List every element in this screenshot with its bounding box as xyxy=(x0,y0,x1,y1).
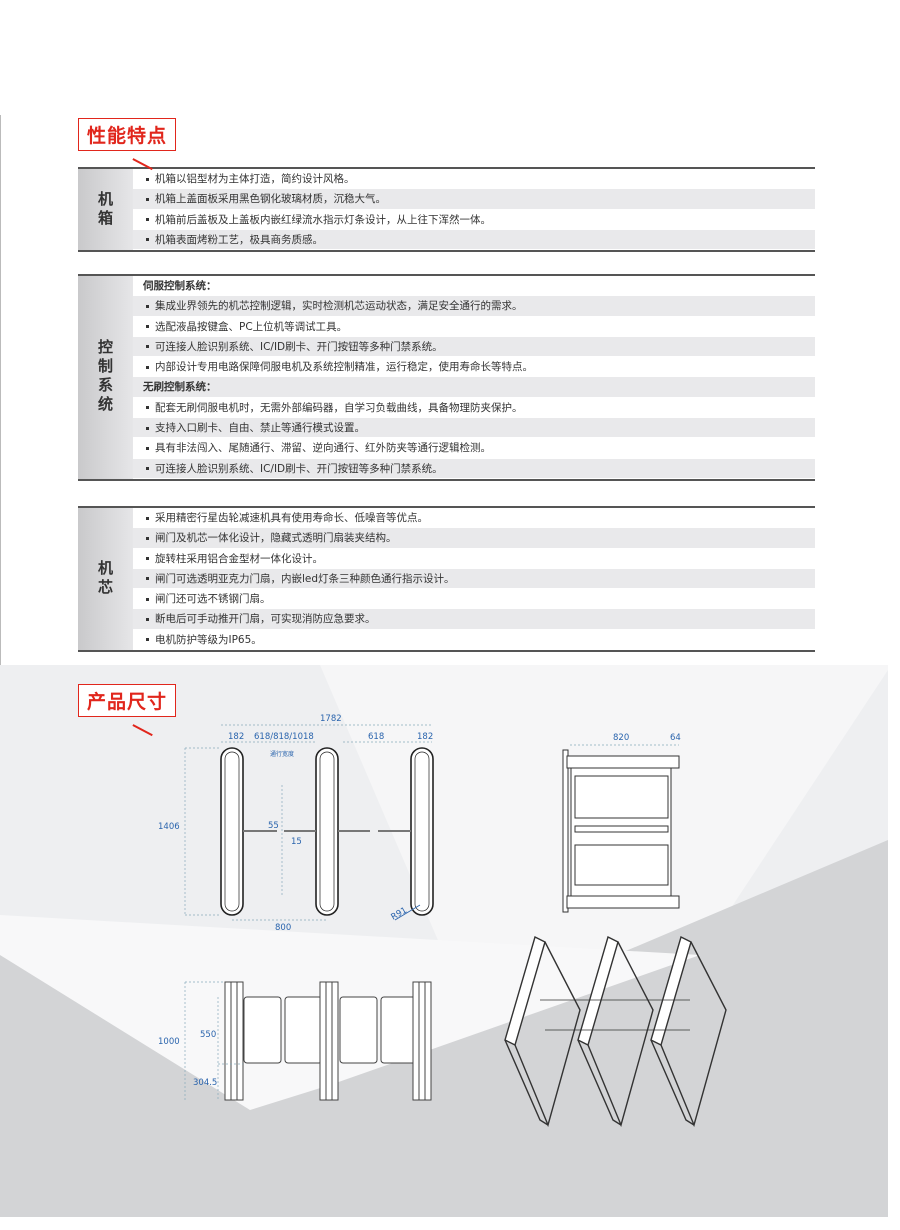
dim-wing: 15 xyxy=(291,837,302,847)
side-view-drawing xyxy=(562,744,680,913)
feature-text: 可连接人脸识别系统、IC/ID刷卡、开门按钮等多种门禁系统。 xyxy=(155,462,443,475)
feature-item: 闸门还可选不锈钢门扇。 xyxy=(133,589,815,610)
bullet-icon xyxy=(146,638,149,642)
bullet-icon xyxy=(146,516,149,520)
feature-text: 机箱上盖面板采用黑色钢化玻璃材质，沉稳大气。 xyxy=(155,193,386,206)
dim-depth: 820 xyxy=(613,733,629,743)
bullet-icon xyxy=(146,536,149,540)
dim-gap: 55 xyxy=(268,821,279,831)
dim-right-post: 182 xyxy=(417,732,433,742)
bullet-icon xyxy=(146,617,149,621)
background-shapes xyxy=(0,665,888,1217)
dim-front-height: 1000 xyxy=(158,1037,180,1047)
feature-item: 配套无刷伺服电机时，无需外部编码器，自学习负载曲线，具备物理防夹保护。 xyxy=(133,397,815,419)
feature-text: 伺服控制系统： xyxy=(143,280,217,292)
dimension-drawings: 1782 182 618/818/1018 通行宽度 618 182 1406 … xyxy=(158,714,727,1128)
top-view-labels: 1782 182 618/818/1018 通行宽度 618 182 1406 … xyxy=(158,714,433,933)
feature-table: 机芯 采用精密行星齿轮减速机具有使用寿命长、低噪音等优点。闸门及机芯一体化设计，隐… xyxy=(78,506,815,653)
dim-pitch: 800 xyxy=(275,923,291,933)
feature-subheading: 伺服控制系统： xyxy=(133,276,815,297)
feature-item: 机箱上盖面板采用黑色钢化玻璃材质，沉稳大气。 xyxy=(133,189,815,210)
features-title: 性能特点 xyxy=(78,118,177,170)
feature-text: 选配液晶按键盒、PC上位机等调试工具。 xyxy=(155,320,348,333)
feature-item: 电机防护等级为IP65。 xyxy=(133,629,815,651)
feature-text: 旋转柱采用铝合金型材一体化设计。 xyxy=(155,552,323,565)
feature-item: 闸门及机芯一体化设计，隐藏式透明门扇装夹结构。 xyxy=(133,528,815,549)
bullet-icon xyxy=(146,426,149,430)
bullet-icon xyxy=(146,577,149,581)
feature-text: 断电后可手动推开门扇，可实现消防应急要求。 xyxy=(155,613,376,626)
feature-table-label: 机箱 xyxy=(78,169,133,251)
feature-text: 闸门可选透明亚克力门扇，内嵌led灯条三种颜色通行指示设计。 xyxy=(155,572,455,585)
bullet-icon xyxy=(146,325,149,329)
feature-item: 机箱前后盖板及上盖板内嵌红绿流水指示灯条设计，从上往下浑然一体。 xyxy=(133,209,815,230)
feature-text: 机箱前后盖板及上盖板内嵌红绿流水指示灯条设计，从上往下浑然一体。 xyxy=(155,213,491,226)
top-view-drawing xyxy=(184,724,434,921)
feature-text: 机箱以铝型材为主体打造，简约设计风格。 xyxy=(155,173,355,185)
dim-radius: R91 xyxy=(390,906,409,923)
feature-text: 无刷控制系统： xyxy=(143,381,217,394)
bullet-icon xyxy=(146,177,149,181)
feature-item: 可连接人脸识别系统、IC/ID刷卡、开门按钮等多种门禁系统。 xyxy=(133,458,815,479)
bullet-icon xyxy=(146,365,149,369)
dim-left-post: 182 xyxy=(228,732,244,742)
dim-total-width: 1782 xyxy=(320,714,342,724)
dim-base: 304.5 xyxy=(193,1078,217,1088)
feature-text: 闸门还可选不锈钢门扇。 xyxy=(155,593,271,606)
feature-item: 机箱表面烤粉工艺，极具商务质感。 xyxy=(133,229,815,251)
bullet-icon xyxy=(146,557,149,561)
feature-text: 电机防护等级为IP65。 xyxy=(155,633,262,646)
feature-text: 采用精密行星齿轮减速机具有使用寿命长、低噪音等优点。 xyxy=(155,512,428,524)
feature-item: 内部设计专用电路保障伺服电机及系统控制精准，运行稳定，使用寿命长等特点。 xyxy=(133,357,815,378)
dim-height: 1406 xyxy=(158,822,180,832)
feature-item: 采用精密行星齿轮减速机具有使用寿命长、低噪音等优点。 xyxy=(133,508,815,529)
feature-table-label: 机芯 xyxy=(78,508,133,651)
feature-item: 可连接人脸识别系统、IC/ID刷卡、开门按钮等多种门禁系统。 xyxy=(133,336,815,358)
passage-width-label: 通行宽度 xyxy=(270,750,294,758)
feature-text: 闸门及机芯一体化设计，隐藏式透明门扇装夹结构。 xyxy=(155,532,397,545)
dim-right-passage: 618 xyxy=(368,732,384,742)
feature-table: 机箱 机箱以铝型材为主体打造，简约设计风格。机箱上盖面板采用黑色钢化玻璃材质，沉稳… xyxy=(78,167,815,253)
bullet-icon xyxy=(146,197,149,201)
feature-text: 机箱表面烤粉工艺，极具商务质感。 xyxy=(155,233,323,246)
bullet-icon xyxy=(146,597,149,601)
feature-text: 支持入口刷卡、自由、禁止等通行模式设置。 xyxy=(155,422,365,435)
bullet-icon xyxy=(146,304,149,308)
feature-item: 旋转柱采用铝合金型材一体化设计。 xyxy=(133,548,815,569)
feature-item: 机箱以铝型材为主体打造，简约设计风格。 xyxy=(133,169,815,190)
feature-table-label: 控制系统 xyxy=(78,276,133,479)
feature-text: 集成业界领先的机芯控制逻辑，实时检测机芯运动状态，满足安全通行的需求。 xyxy=(155,300,523,313)
feature-text: 可连接人脸识别系统、IC/ID刷卡、开门按钮等多种门禁系统。 xyxy=(155,340,443,353)
feature-item: 集成业界领先的机芯控制逻辑，实时检测机芯运动状态，满足安全通行的需求。 xyxy=(133,296,815,317)
feature-item: 选配液晶按键盒、PC上位机等调试工具。 xyxy=(133,316,815,337)
bullet-icon xyxy=(146,218,149,222)
feature-item: 具有非法闯入、尾随通行、滞留、逆向通行、红外防夹等通行逻辑检测。 xyxy=(133,438,815,459)
isometric-drawing xyxy=(504,935,727,1128)
feature-table: 控制系统伺服控制系统： 集成业界领先的机芯控制逻辑，实时检测机芯运动状态，满足安全… xyxy=(78,274,815,481)
feature-text: 内部设计专用电路保障伺服电机及系统控制精准，运行稳定，使用寿命长等特点。 xyxy=(155,361,533,374)
front-view-drawing xyxy=(184,981,432,1101)
features-title-text: 性能特点 xyxy=(87,125,168,147)
bullet-icon xyxy=(146,406,149,410)
feature-subheading: 无刷控制系统： xyxy=(133,377,815,398)
bullet-icon xyxy=(146,446,149,450)
dim-overhang: 64 xyxy=(670,733,681,743)
feature-text: 具有非法闯入、尾随通行、滞留、逆向通行、红外防夹等通行逻辑检测。 xyxy=(155,442,491,455)
dimensions-title: 产品尺寸 xyxy=(78,684,177,736)
bullet-icon xyxy=(146,467,149,471)
feature-item: 闸门可选透明亚克力门扇，内嵌led灯条三种颜色通行指示设计。 xyxy=(133,568,815,590)
feature-item: 断电后可手动推开门扇，可实现消防应急要求。 xyxy=(133,609,815,630)
feature-item: 支持入口刷卡、自由、禁止等通行模式设置。 xyxy=(133,418,815,439)
dim-panel: 550 xyxy=(200,1030,216,1040)
page-edge-line xyxy=(0,115,1,945)
feature-text: 配套无刷伺服电机时，无需外部编码器，自学习负载曲线，具备物理防夹保护。 xyxy=(155,401,523,414)
bullet-icon xyxy=(146,345,149,349)
bullet-icon xyxy=(146,238,149,242)
dim-passage: 618/818/1018 xyxy=(254,732,314,742)
dimensions-title-text: 产品尺寸 xyxy=(87,691,168,713)
